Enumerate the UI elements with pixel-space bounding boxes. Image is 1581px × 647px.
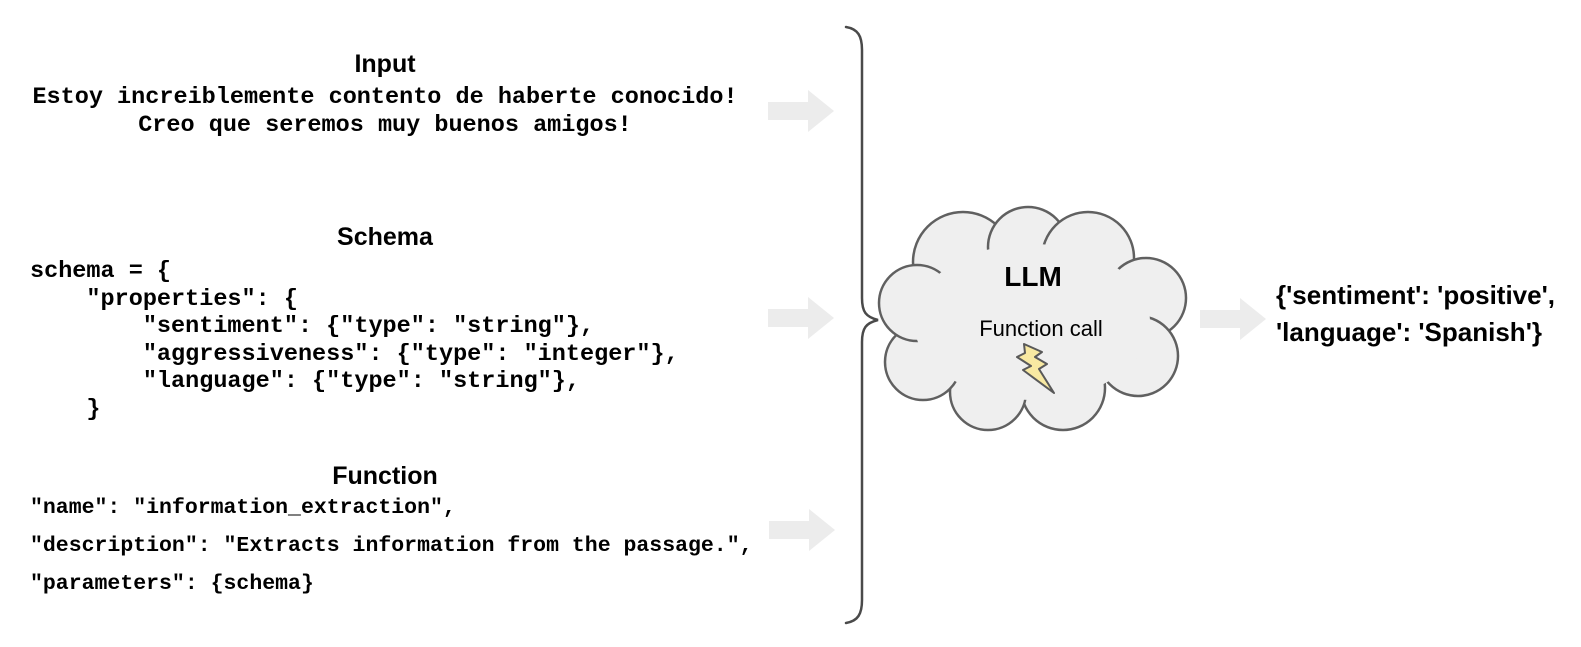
output-arrow-right-icon xyxy=(1200,298,1266,340)
schema-code-block: schema = { "properties": { "sentiment": … xyxy=(30,258,679,423)
schema-section-title: Schema xyxy=(337,223,433,251)
input-text-line-1: Estoy increiblemente contento de haberte… xyxy=(32,84,738,111)
function-section-title: Function xyxy=(332,462,438,490)
llm-label: LLM xyxy=(1004,261,1062,292)
output-line-2: 'language': 'Spanish'} xyxy=(1276,317,1542,347)
function-arrow-right-icon xyxy=(769,509,835,551)
function-call-label: Function call xyxy=(979,316,1103,341)
input-arrow-right-icon xyxy=(768,90,834,132)
llm-cloud-shape xyxy=(877,205,1188,432)
grouping-brace xyxy=(844,25,879,625)
function-code-block: "name": "information_extraction", "descr… xyxy=(30,496,753,596)
input-section-title: Input xyxy=(354,50,416,78)
schema-arrow-right-icon xyxy=(768,297,834,339)
lightning-bolt-icon xyxy=(1016,343,1055,394)
input-text-line-2: Creo que seremos muy buenos amigos! xyxy=(138,112,632,139)
output-line-1: {'sentiment': 'positive', xyxy=(1276,280,1556,310)
output-result-text: {'sentiment': 'positive', 'language': 'S… xyxy=(1276,277,1555,351)
